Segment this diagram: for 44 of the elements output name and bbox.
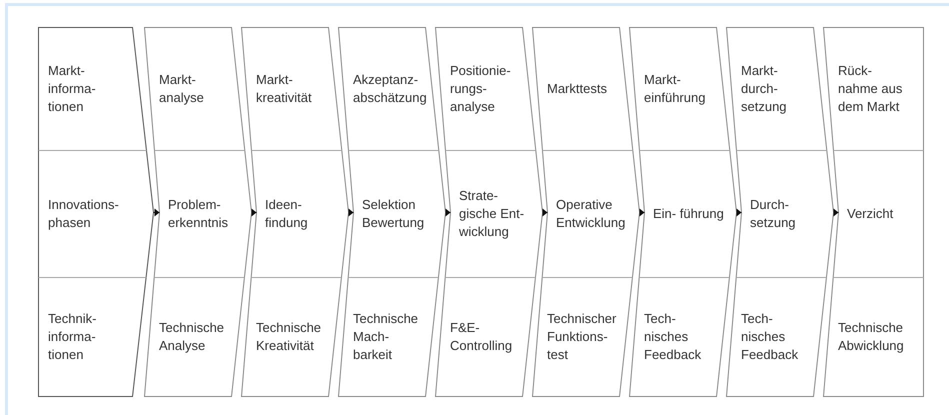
- chevron-column: [144, 27, 252, 397]
- cell-text: Technische Kreativität: [256, 318, 322, 354]
- cell-text: Tech- nisches Feedback: [644, 310, 702, 364]
- chevron-column: [241, 27, 349, 397]
- chevron-column: [726, 27, 834, 397]
- cell-text: Strate- gische Ent- wicklung: [459, 186, 526, 240]
- cell-text: Markt- informa- tionen: [48, 62, 97, 116]
- arrow: [348, 208, 354, 216]
- cell-text: Akzeptanz- abschätzung: [353, 70, 427, 106]
- cell-text: Technische Analyse: [159, 318, 226, 354]
- cell-text: Positionie- rungs- analyse: [450, 62, 512, 116]
- cell-text: Ideen- findung: [265, 196, 309, 232]
- cell-text: F&E- Controlling: [450, 318, 514, 354]
- cell-text: Technik- informa- tionen: [48, 310, 98, 364]
- cell-text: Innovations- phasen: [48, 196, 120, 232]
- arrow: [639, 208, 645, 216]
- chevron-column: [823, 27, 924, 397]
- cell-text: Markt- durch- setzung: [741, 62, 788, 116]
- arrow: [542, 208, 548, 216]
- cell-text: Technische Abwicklung: [838, 318, 905, 354]
- cell-text: Verzicht: [847, 204, 894, 222]
- chevron-column: [532, 27, 640, 397]
- chevron-column: [435, 27, 543, 397]
- cell-text: Problem- erkenntnis: [168, 196, 229, 232]
- arrow: [251, 208, 257, 216]
- cell-text: Markt- analyse: [159, 70, 205, 106]
- cell-text: Rück- nahme aus dem Markt: [838, 62, 904, 116]
- arrow: [153, 208, 160, 216]
- cell-text: Markt- kreativität: [256, 70, 313, 106]
- cell-text: Markt- einführung: [644, 70, 706, 106]
- cell-text: Technische Mach- barkeit: [353, 310, 420, 364]
- arrow: [833, 208, 839, 216]
- chevron-column: [629, 27, 737, 397]
- arrow: [445, 208, 451, 216]
- cell-text: Durch- setzung: [750, 196, 797, 232]
- cell-text: Technischer Funktions- test: [547, 310, 616, 364]
- chevron-column: [38, 27, 154, 397]
- arrow: [736, 208, 742, 216]
- chevron-column: [338, 27, 446, 397]
- cell-text: Ein- führung: [653, 204, 724, 222]
- cell-text: Markttests: [547, 80, 607, 98]
- cell-text: Selektion Bewertung: [362, 196, 426, 232]
- cell-text: Operative Entwicklung: [556, 196, 626, 232]
- cell-text: Tech- nisches Feedback: [741, 310, 800, 364]
